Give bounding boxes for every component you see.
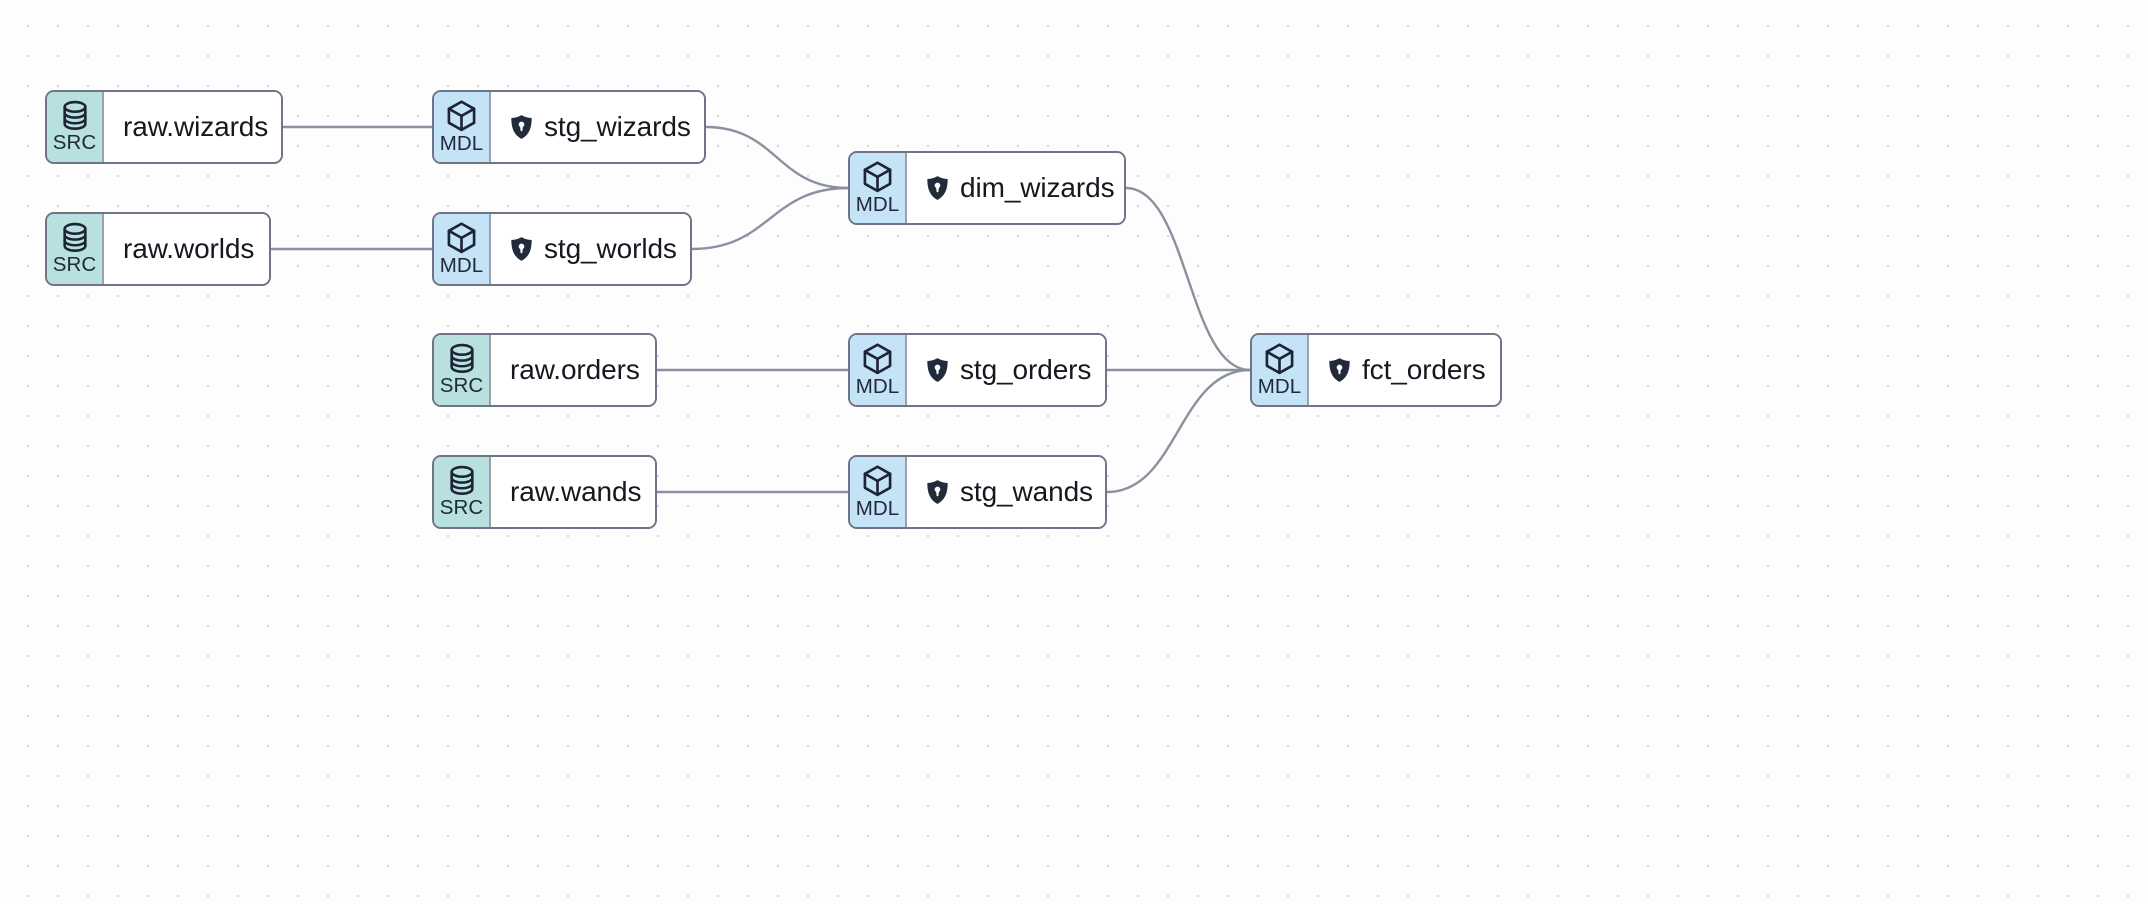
- node-label: stg_wands: [960, 476, 1093, 507]
- node-type-label: MDL: [1257, 375, 1302, 399]
- node-body: stg_wands: [907, 457, 1105, 527]
- node-label: raw.worlds: [123, 233, 255, 264]
- lineage-node-dim-wizards[interactable]: MDL dim_wizards: [848, 151, 1126, 225]
- node-body: raw.wands: [491, 457, 655, 527]
- node-type-badge: MDL: [850, 457, 907, 527]
- lineage-edge: [690, 186, 850, 251]
- database-icon: [60, 222, 90, 254]
- node-type-label: MDL: [439, 254, 484, 278]
- node-type-label: MDL: [855, 193, 900, 217]
- lineage-node-fct-orders[interactable]: MDL fct_orders: [1250, 333, 1502, 407]
- shield-icon: [926, 175, 949, 201]
- node-type-badge: MDL: [434, 214, 491, 284]
- lineage-edge: [1124, 186, 1252, 372]
- node-type-badge: SRC: [47, 92, 104, 162]
- cube-icon: [861, 160, 894, 194]
- node-type-label: MDL: [855, 375, 900, 399]
- shield-icon: [510, 236, 533, 262]
- node-label: raw.wizards: [123, 111, 269, 142]
- node-body: stg_wizards: [491, 92, 704, 162]
- node-type-label: MDL: [855, 497, 900, 521]
- lineage-edge: [1105, 368, 1252, 494]
- lineage-node-raw-wands[interactable]: SRC raw.wands: [432, 455, 657, 529]
- lineage-edge: [704, 125, 850, 190]
- node-body: dim_wizards: [907, 153, 1124, 223]
- lineage-node-stg-wizards[interactable]: MDL stg_wizards: [432, 90, 706, 164]
- node-type-badge: SRC: [47, 214, 104, 284]
- node-label: stg_worlds: [544, 233, 677, 264]
- database-icon: [447, 343, 477, 375]
- database-icon: [447, 465, 477, 497]
- cube-icon: [445, 99, 478, 133]
- node-type-badge: SRC: [434, 335, 491, 405]
- lineage-node-raw-worlds[interactable]: SRC raw.worlds: [45, 212, 271, 286]
- node-label: raw.wands: [510, 476, 642, 507]
- shield-icon: [510, 114, 533, 140]
- cube-icon: [1263, 342, 1296, 376]
- node-label: dim_wizards: [960, 172, 1115, 203]
- cube-icon: [445, 221, 478, 255]
- lineage-node-raw-wizards[interactable]: SRC raw.wizards: [45, 90, 283, 164]
- node-type-label: SRC: [439, 496, 484, 520]
- lineage-node-stg-orders[interactable]: MDL stg_orders: [848, 333, 1107, 407]
- shield-icon: [1328, 357, 1351, 383]
- node-type-badge: SRC: [434, 457, 491, 527]
- node-body: stg_orders: [907, 335, 1105, 405]
- shield-icon: [926, 357, 949, 383]
- node-type-badge: MDL: [434, 92, 491, 162]
- lineage-node-raw-orders[interactable]: SRC raw.orders: [432, 333, 657, 407]
- lineage-node-stg-worlds[interactable]: MDL stg_worlds: [432, 212, 692, 286]
- node-label: raw.orders: [510, 354, 640, 385]
- node-label: stg_wizards: [544, 111, 691, 142]
- cube-icon: [861, 464, 894, 498]
- lineage-node-stg-wands[interactable]: MDL stg_wands: [848, 455, 1107, 529]
- database-icon: [60, 100, 90, 132]
- node-body: stg_worlds: [491, 214, 690, 284]
- cube-icon: [861, 342, 894, 376]
- node-label: fct_orders: [1362, 354, 1486, 385]
- node-type-badge: MDL: [1252, 335, 1309, 405]
- node-type-label: SRC: [52, 253, 97, 277]
- shield-icon: [926, 479, 949, 505]
- node-type-label: SRC: [52, 131, 97, 155]
- node-type-badge: MDL: [850, 153, 907, 223]
- node-type-label: SRC: [439, 374, 484, 398]
- node-type-label: MDL: [439, 132, 484, 156]
- node-body: fct_orders: [1309, 335, 1500, 405]
- node-body: raw.wizards: [104, 92, 281, 162]
- node-type-badge: MDL: [850, 335, 907, 405]
- node-label: stg_orders: [960, 354, 1092, 385]
- node-body: raw.orders: [491, 335, 655, 405]
- node-body: raw.worlds: [104, 214, 269, 284]
